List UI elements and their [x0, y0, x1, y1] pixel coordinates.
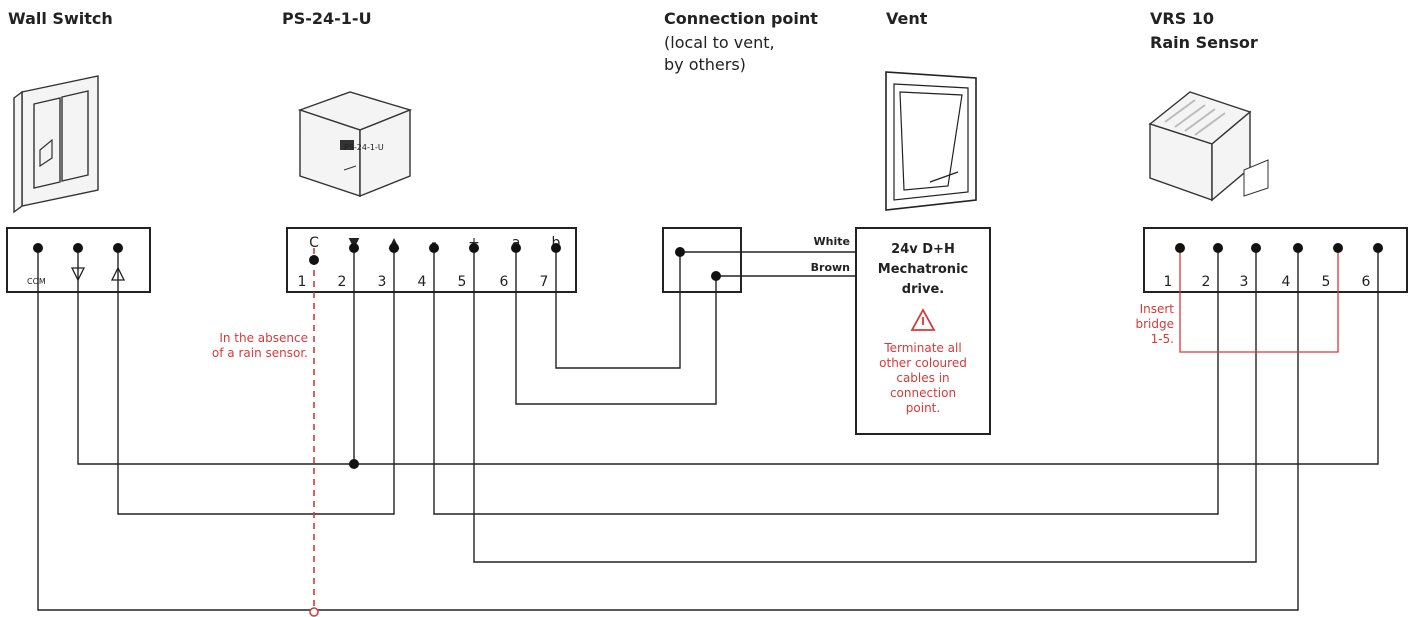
wall-switch-title: Wall Switch [8, 9, 113, 28]
brown-wire-label: Brown [811, 261, 850, 274]
rain-sensor-terminal-number-1: 1 [1164, 274, 1173, 290]
connection-point-sub2: by others) [664, 55, 746, 74]
ps-terminal-box [286, 227, 577, 293]
ps-terminal-number-6: 6 [500, 274, 509, 290]
drive-line-2: Mechatronic [878, 262, 968, 277]
ps-terminal-label-7: b [552, 235, 561, 251]
bridge-note-3: 1-5. [1151, 332, 1174, 346]
ps-terminal-number-2: 2 [338, 274, 347, 290]
drive-warning-3: cables in [896, 371, 949, 385]
ps-24-1-u-illustration: PS-24-1-U [297, 91, 413, 198]
rain-sensor-terminal-number-2: 2 [1202, 274, 1211, 290]
wall-switch-illustration [13, 75, 99, 214]
wire-ps6-to-brown [515, 248, 717, 405]
ps-title: PS-24-1-U [282, 9, 372, 28]
ps-terminal-number-3: 3 [378, 274, 387, 290]
drive-warning-2: other coloured [879, 356, 967, 370]
white-wire-label: White [814, 235, 850, 248]
ps-terminal-1-dot [309, 255, 319, 265]
bridge-1-5 [1179, 248, 1339, 353]
wire-com-to-rs4 [37, 248, 1299, 611]
wire-down-to-rs6 [77, 248, 1379, 465]
drive-warning-5: point. [906, 401, 940, 415]
rain-sensor-terminal-number-3: 3 [1240, 274, 1249, 290]
com-label: COM [27, 277, 46, 286]
bridge-note-2: bridge [1135, 317, 1174, 331]
ps-terminal-number-7: 7 [540, 274, 549, 290]
wire-up-to-ps3 [117, 248, 395, 515]
warning-icon [910, 308, 936, 331]
drive-warning-4: connection [890, 386, 956, 400]
rain-sensor-terminal-box [1143, 227, 1408, 293]
terminal-dots [33, 243, 1383, 469]
drive-line-3: drive. [902, 282, 944, 297]
connection-point-title: Connection point [664, 9, 818, 28]
ps-terminal-label-1: C [309, 235, 319, 251]
absence-note-2: of a rain sensor. [212, 346, 308, 360]
ps-terminal-label-2: ▼ [349, 235, 360, 251]
vent-title: Vent [886, 9, 928, 28]
rain-sensor-terminal-number-6: 6 [1362, 274, 1371, 290]
ps-terminal-number-1: 1 [298, 274, 307, 290]
drive-box [855, 227, 991, 435]
absence-note-1: In the absence [219, 331, 308, 345]
rain-sensor-terminal-number-4: 4 [1282, 274, 1291, 290]
wire-ps7-to-white [555, 248, 681, 369]
drive-line-1: 24v D+H [891, 242, 955, 257]
bridge-note-1: Insert [1140, 302, 1175, 316]
vent-illustration [885, 71, 977, 211]
connection-point-box [662, 227, 742, 293]
optional-link-end [309, 607, 319, 617]
rain-sensor-illustration [1148, 91, 1269, 202]
wire-ps4-to-rs2 [433, 248, 1219, 515]
drive-warning-1: Terminate all [883, 341, 961, 355]
rain-sensor-title-1: VRS 10 [1150, 9, 1214, 28]
ps-terminal-number-4: 4 [418, 274, 427, 290]
wire-ps5-to-rs3 [473, 248, 1257, 563]
rain-sensor-terminal-number-5: 5 [1322, 274, 1331, 290]
ps-terminal-number-5: 5 [458, 274, 467, 290]
ps-terminal-label-3: ▲ [389, 235, 400, 251]
ps-device-label: PS-24-1-U [344, 143, 384, 152]
connection-point-sub1: (local to vent, [664, 33, 775, 52]
rain-sensor-title-2: Rain Sensor [1150, 33, 1258, 52]
